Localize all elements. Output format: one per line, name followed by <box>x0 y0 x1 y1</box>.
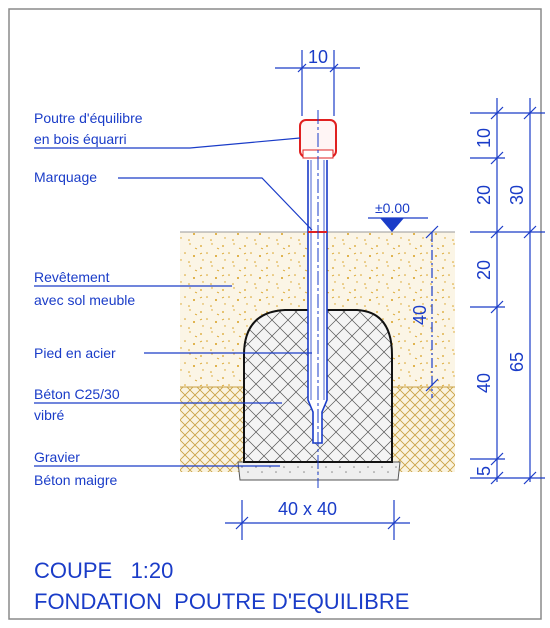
surface-label-line1: Revêtement <box>34 269 110 285</box>
dim-total-65: 65 <box>507 352 527 372</box>
lean-concrete-base <box>237 461 401 481</box>
level-value: ±0.00 <box>375 200 410 216</box>
embed-depth-value: 40 <box>410 305 430 325</box>
gravel-label: Gravier <box>34 449 80 465</box>
section-title: COUPE 1:20 <box>34 558 173 583</box>
right-dimension-chain <box>470 98 545 485</box>
dim-seg-20-lower: 20 <box>474 260 494 280</box>
surface-label-line2: avec sol meuble <box>34 292 135 308</box>
dim-seg-5: 5 <box>474 466 494 476</box>
leader-lines <box>34 137 313 467</box>
concrete-label-line1: Béton C25/30 <box>34 386 120 402</box>
dim-seg-40: 40 <box>474 373 494 393</box>
beam-label-line2: en bois équarri <box>34 131 127 147</box>
dim-seg-10: 10 <box>474 128 494 148</box>
dim-seg-20-upper: 20 <box>474 185 494 205</box>
marking-label: Marquage <box>34 169 97 185</box>
foundation-size-value: 40 x 40 <box>278 499 337 519</box>
drawing-border <box>8 8 542 620</box>
lean-concrete-label: Béton maigre <box>34 472 117 488</box>
concrete-label-line2: vibré <box>34 407 65 423</box>
level-marker <box>368 217 428 232</box>
drawing-title: FONDATION POUTRE D'EQUILIBRE <box>34 589 409 614</box>
steel-foot-label: Pied en acier <box>34 345 116 361</box>
beam-width-value: 10 <box>308 47 328 67</box>
dim-total-30: 30 <box>507 185 527 205</box>
beam-label-line1: Poutre d'équilibre <box>34 110 143 126</box>
embed-depth-dimension <box>425 225 439 398</box>
beam-width-dimension <box>275 50 360 116</box>
foundation-width-dimension <box>225 500 410 540</box>
